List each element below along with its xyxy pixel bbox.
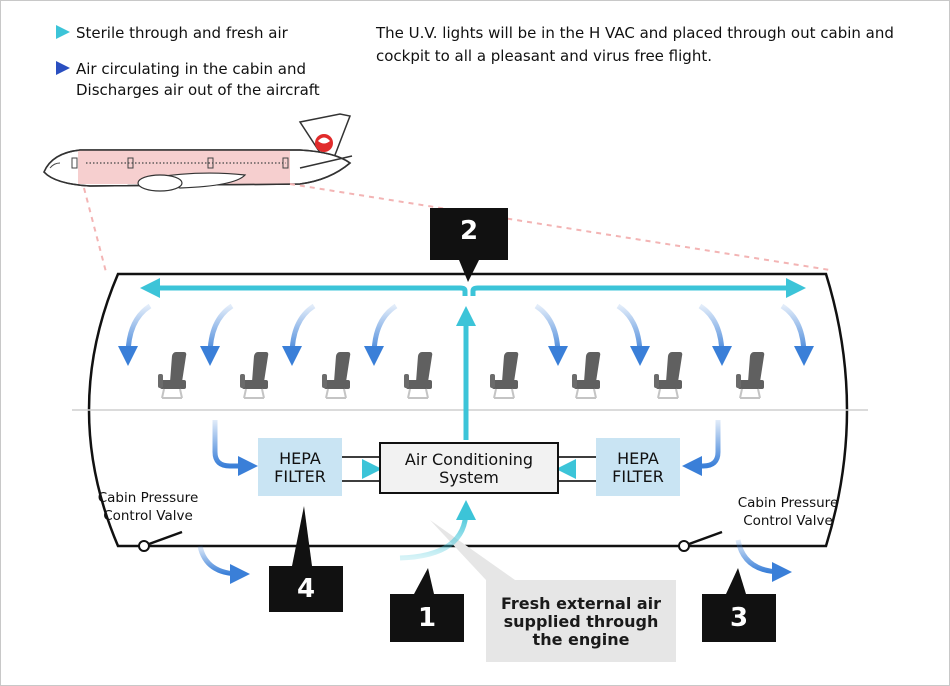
legend-sterile-label: Sterile through and fresh air bbox=[76, 24, 288, 42]
fresh-air-box-pointer bbox=[430, 520, 515, 580]
return-arrow-left bbox=[212, 420, 258, 476]
fresh-air-box bbox=[486, 580, 676, 662]
callout-4 bbox=[269, 506, 343, 612]
fresh-air-label-line1: Fresh external air bbox=[500, 594, 662, 613]
valve-left-icon bbox=[138, 530, 183, 552]
crane-logo-icon bbox=[315, 134, 333, 152]
ac-label-line2: System bbox=[439, 468, 499, 487]
legend-circulating-label-line1: Air circulating in the cabin and bbox=[76, 60, 307, 78]
fresh-air-arrow bbox=[399, 500, 476, 561]
hepa-right-label-line2: FILTER bbox=[612, 467, 664, 486]
airplane-icon bbox=[43, 113, 353, 192]
circulation-arrow bbox=[200, 303, 234, 366]
valve-right-icon bbox=[678, 530, 723, 552]
legend-circulating-label-line2: Discharges air out of the aircraft bbox=[76, 81, 320, 99]
valve-right-label-line2: Control Valve bbox=[743, 513, 833, 529]
exhaust-arrow-right bbox=[735, 539, 792, 582]
valve-right-label-line1: Cabin Pressure bbox=[737, 495, 839, 511]
projection-line-right bbox=[289, 183, 831, 271]
circulation-arrow bbox=[780, 303, 814, 366]
hepa-left-label-line2: FILTER bbox=[274, 467, 326, 486]
legend-circulating-arrow bbox=[22, 61, 70, 75]
fresh-air-label-line2: supplied through bbox=[503, 612, 659, 631]
cabin-circulation-arrows bbox=[118, 303, 814, 366]
ac-label-line1: Air Conditioning bbox=[404, 450, 534, 469]
callout-1 bbox=[390, 568, 464, 642]
callout-number-3: 3 bbox=[729, 603, 749, 633]
air-conditioning-box bbox=[379, 442, 559, 494]
exhaust-arrow-left bbox=[197, 545, 250, 584]
circulation-arrow bbox=[118, 303, 152, 366]
callout-number-4: 4 bbox=[296, 574, 316, 604]
callout-2 bbox=[430, 208, 508, 282]
return-arrow-right bbox=[682, 420, 721, 476]
uv-lights-note: The U.V. lights will be in the H VAC and… bbox=[376, 24, 894, 65]
projection-line-left bbox=[83, 187, 107, 273]
valve-left-label-line2: Control Valve bbox=[103, 508, 193, 524]
ceiling-supply-arrows bbox=[140, 278, 806, 440]
hepa-filter-left-box bbox=[258, 438, 342, 496]
circulation-arrow bbox=[364, 303, 398, 366]
hepa-right-label-line1: HEPA bbox=[617, 449, 659, 468]
fresh-air-label-line3: the engine bbox=[532, 630, 630, 649]
circulation-arrow bbox=[282, 303, 316, 366]
callout-number-2: 2 bbox=[459, 216, 479, 246]
circulation-arrow bbox=[616, 303, 650, 366]
callout-3 bbox=[702, 568, 776, 642]
legend-sterile-arrow bbox=[22, 25, 70, 39]
circulation-arrow bbox=[534, 303, 568, 366]
circulation-arrow bbox=[698, 303, 732, 366]
callout-number-1: 1 bbox=[417, 603, 437, 633]
hepa-filter-right-box bbox=[596, 438, 680, 496]
valve-left-label-line1: Cabin Pressure bbox=[97, 490, 199, 506]
hepa-left-label-line1: HEPA bbox=[279, 449, 321, 468]
